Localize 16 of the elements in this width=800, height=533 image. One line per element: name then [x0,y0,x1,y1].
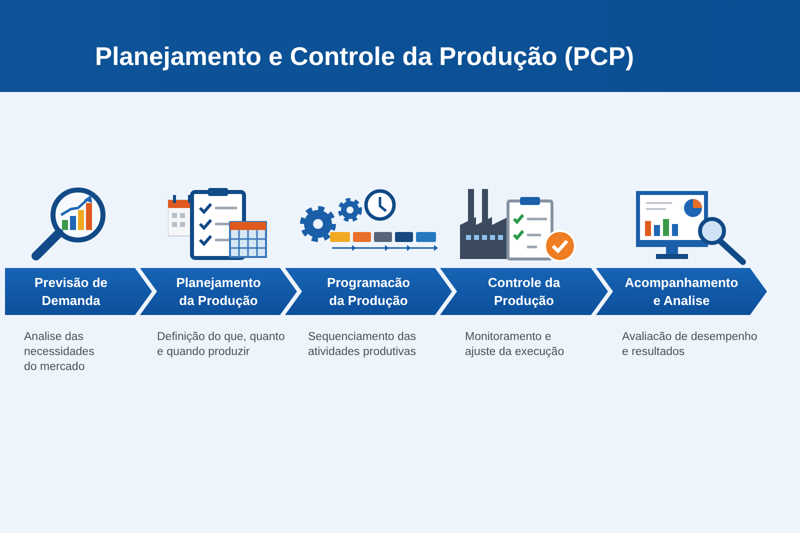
step-description: Monitoramento e ajuste da execução [465,330,565,360]
step-description: Sequenciamento das atividades produtivas [308,330,418,360]
step-title: Programacão da Produção [326,274,412,310]
process-step [596,268,767,315]
process-step [5,268,152,315]
step-description: Avaliacão de desempenho e resultados [622,330,758,360]
step-title: Acompanhamento e Analise [624,274,740,310]
title: Planejamento e Controle da Produção (PCP) [95,42,634,73]
process-step [140,268,297,315]
step-title: Planejamento da Produção [175,274,262,310]
step-title: Controle da Produção [486,274,562,310]
process-step [440,268,608,315]
process-step [285,268,452,315]
step-description: Definição do que, quanto e quando produzir [157,330,286,360]
step-title: Previsão de Demanda [34,274,108,310]
step-description: Analise das necessidades do mercado [24,330,96,375]
